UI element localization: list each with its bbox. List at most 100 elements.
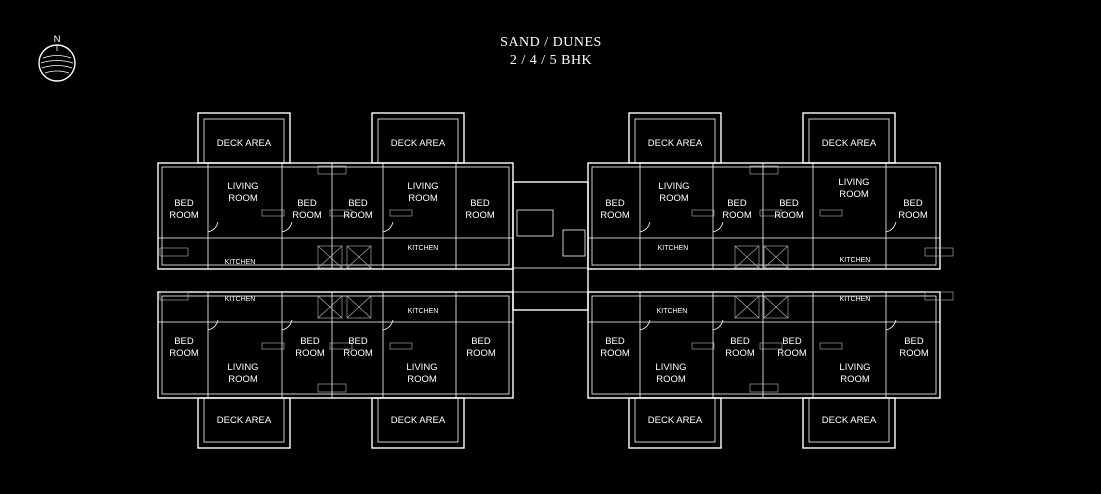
deck-area-label: DECK AREA: [822, 415, 877, 426]
living-room-label: ROOM: [408, 193, 438, 204]
living-room-label: LIVING: [839, 362, 870, 373]
bed-room-label: BED: [903, 198, 923, 209]
living-room-label: ROOM: [656, 374, 686, 385]
shaft: [317, 295, 343, 319]
wall-line: [346, 245, 372, 269]
bed-room-label: BED: [605, 336, 625, 347]
wardrobe: [691, 209, 715, 217]
window: [317, 383, 347, 393]
deck-area-top-inner: [377, 118, 459, 164]
bed-room-label: BED: [779, 198, 799, 209]
living-room-label: LIVING: [838, 177, 869, 188]
shaft: [734, 295, 760, 319]
living-room-label: ROOM: [407, 374, 437, 385]
wall-line: [734, 295, 760, 319]
kitchen-label: KITCHEN: [408, 308, 439, 315]
door-swing: [885, 221, 897, 233]
deck-area-label: DECK AREA: [217, 138, 272, 149]
window: [159, 247, 189, 257]
wardrobe: [819, 209, 843, 217]
shaft: [763, 245, 789, 269]
deck-area-bottom-inner: [377, 397, 459, 443]
bed-room-label: BED: [348, 336, 368, 347]
living-room-label: ROOM: [659, 193, 689, 204]
bed-room-label: ROOM: [600, 348, 630, 359]
deck-area-top-inner: [634, 118, 716, 164]
shaft: [734, 245, 760, 269]
window: [159, 291, 189, 301]
door-swing: [281, 319, 293, 331]
stair: [562, 229, 586, 257]
compass-letter: N: [54, 34, 61, 45]
bed-room-label: ROOM: [343, 210, 373, 221]
kitchen-label: KITCHEN: [840, 296, 871, 303]
kitchen-label: KITCHEN: [225, 259, 256, 266]
wardrobe: [261, 342, 285, 350]
living-room-label: LIVING: [658, 181, 689, 192]
living-room-label: LIVING: [227, 362, 258, 373]
bed-room-label: ROOM: [343, 348, 373, 359]
deck-area-label: DECK AREA: [217, 415, 272, 426]
wing-lower: [587, 291, 941, 399]
wardrobe: [389, 209, 413, 217]
bed-room-label: BED: [727, 198, 747, 209]
plan-subtitle: 2 / 4 / 5 BHK: [510, 53, 592, 68]
north-compass-icon: N: [38, 34, 76, 82]
bed-room-label: BED: [348, 198, 368, 209]
door-swing: [712, 319, 724, 331]
bed-room-label: BED: [782, 336, 802, 347]
bed-room-label: BED: [174, 336, 194, 347]
living-room-label: LIVING: [655, 362, 686, 373]
wing-lower: [157, 291, 514, 399]
plan-linework: [157, 112, 954, 449]
door-swing: [207, 221, 219, 233]
door-swing: [382, 319, 394, 331]
door-swing: [885, 319, 897, 331]
bed-room-label: ROOM: [898, 210, 928, 221]
living-room-label: LIVING: [227, 181, 258, 192]
window: [749, 383, 779, 393]
living-room-label: ROOM: [839, 189, 869, 200]
shaft: [346, 295, 372, 319]
deck-area-bottom-inner: [203, 397, 285, 443]
bed-room-label: ROOM: [292, 210, 322, 221]
living-room-label: LIVING: [407, 181, 438, 192]
wall-line: [734, 245, 760, 269]
door-swing: [207, 319, 219, 331]
wing-lower-inner: [161, 295, 510, 395]
bed-room-label: ROOM: [600, 210, 630, 221]
deck-area-label: DECK AREA: [391, 138, 446, 149]
wall-line: [317, 245, 343, 269]
room-labels: DECK AREA DECK AREA DECK AREA DECK AREA DECK…: [169, 138, 929, 426]
wardrobe: [759, 209, 783, 217]
kitchen-label: KITCHEN: [408, 245, 439, 252]
bed-room-label: ROOM: [722, 210, 752, 221]
bed-room-label: ROOM: [169, 348, 199, 359]
shaft: [763, 295, 789, 319]
bed-room-label: ROOM: [774, 210, 804, 221]
deck-area-label: DECK AREA: [648, 415, 703, 426]
kitchen-label: KITCHEN: [225, 296, 256, 303]
wardrobe: [329, 342, 353, 350]
wardrobe: [261, 209, 285, 217]
plan-title: SAND / DUNES: [500, 35, 602, 50]
living-room-label: LIVING: [406, 362, 437, 373]
bed-room-label: BED: [174, 198, 194, 209]
deck-area-label: DECK AREA: [822, 138, 877, 149]
door-swing: [639, 319, 651, 331]
window: [924, 247, 954, 257]
bed-room-label: ROOM: [465, 210, 495, 221]
lift: [516, 209, 554, 237]
kitchen-label: KITCHEN: [657, 308, 688, 315]
wardrobe: [329, 209, 353, 217]
deck-area-label: DECK AREA: [648, 138, 703, 149]
bed-room-label: ROOM: [169, 210, 199, 221]
wall-line: [763, 295, 789, 319]
deck-area-bottom-inner: [634, 397, 716, 443]
deck-area-label: DECK AREA: [391, 415, 446, 426]
shaft: [317, 245, 343, 269]
bed-room-label: BED: [300, 336, 320, 347]
bed-room-label: BED: [471, 336, 491, 347]
bed-room-label: BED: [730, 336, 750, 347]
